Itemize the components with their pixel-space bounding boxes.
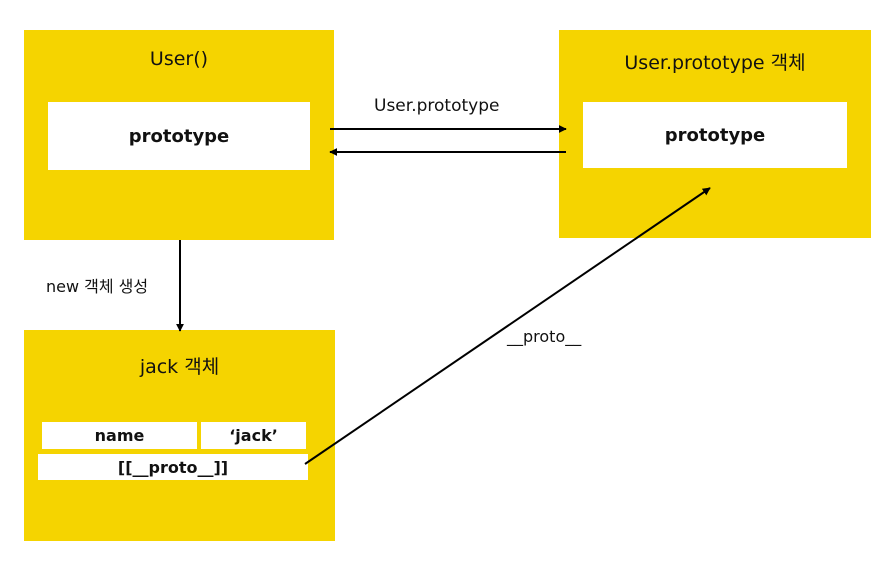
jack-object-box: jack 객체 name ‘jack’ [[__proto__]] [24,330,335,541]
jack-name-key: name [42,422,197,449]
user-prototype-object-box: User.prototype 객체 prototype [559,30,871,238]
prototype-link-label: User.prototype [374,96,500,116]
user-constructor-box: User() prototype [24,30,334,240]
prototype-object-field: prototype [583,102,847,168]
jack-proto-slot: [[__proto__]] [38,454,308,480]
user-constructor-title: User() [149,48,209,70]
proto-chain-arrow [304,187,711,465]
user-prototype-field: prototype [48,102,310,170]
proto-link-label: __proto__ [507,327,582,346]
new-object-label: new 객체 생성 [46,277,149,296]
user-prototype-object-title: User.prototype 객체 [624,52,806,74]
jack-object-title: jack 객체 [139,356,220,378]
jack-name-value: ‘jack’ [201,422,306,449]
